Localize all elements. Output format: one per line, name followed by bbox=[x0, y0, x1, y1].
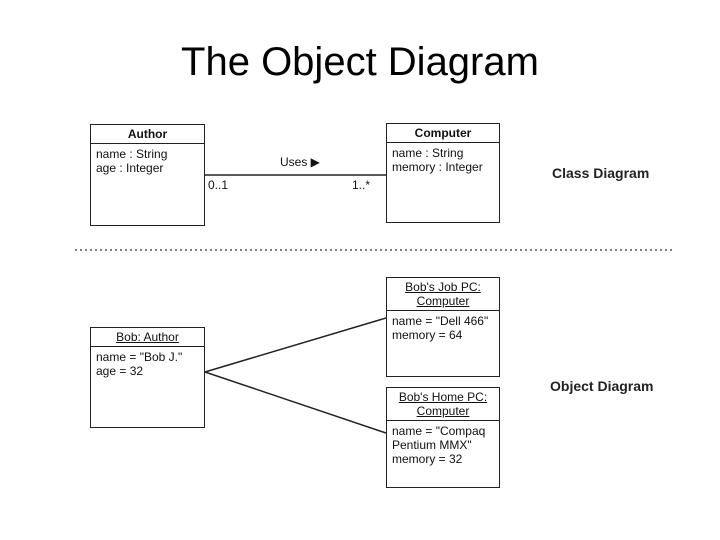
home-pc-name-line2: Computer bbox=[416, 404, 470, 418]
bob-attr-age: age = 32 bbox=[96, 364, 144, 378]
home-pc-object-name: Bob's Home PC: Computer bbox=[387, 388, 499, 421]
association-label: Uses ▶ bbox=[280, 155, 320, 169]
object-diagram-label: Object Diagram bbox=[550, 378, 654, 394]
bob-object-name: Bob: Author bbox=[91, 328, 204, 347]
bob-attr-name: name = "Bob J." bbox=[96, 350, 183, 364]
author-multiplicity: 0..1 bbox=[208, 178, 229, 192]
job-pc-name-line2: Computer bbox=[416, 294, 470, 308]
author-class-box: Author name : String age : Integer bbox=[90, 124, 205, 226]
computer-class-box: Computer name : String memory : Integer bbox=[386, 123, 500, 223]
job-pc-name-line1: Bob's Job PC: bbox=[405, 280, 481, 294]
author-class-name: Author bbox=[91, 125, 204, 144]
job-pc-object-attributes: name = "Dell 466" memory = 64 bbox=[387, 311, 499, 345]
author-attr-name: name : String bbox=[96, 147, 168, 161]
home-pc-object-attributes: name = "Compaq Pentium MMX" memory = 32 bbox=[387, 421, 499, 469]
job-pc-object-box: Bob's Job PC: Computer name = "Dell 466"… bbox=[386, 277, 500, 377]
computer-attr-name: name : String bbox=[392, 146, 464, 160]
home-pc-attr-name: name = "Compaq bbox=[392, 424, 486, 438]
author-attr-age: age : Integer bbox=[96, 161, 164, 175]
home-pc-attr-name-cont: Pentium MMX" bbox=[392, 438, 472, 452]
author-class-attributes: name : String age : Integer bbox=[91, 144, 204, 178]
computer-multiplicity: 1..* bbox=[352, 178, 371, 192]
home-pc-attr-memory: memory = 32 bbox=[392, 452, 463, 466]
job-pc-object-name: Bob's Job PC: Computer bbox=[387, 278, 499, 311]
class-diagram-label: Class Diagram bbox=[552, 165, 650, 181]
bob-object-attributes: name = "Bob J." age = 32 bbox=[91, 347, 204, 381]
home-pc-name-line1: Bob's Home PC: bbox=[398, 390, 488, 404]
link-line-home-pc bbox=[204, 371, 387, 434]
link-line-job-pc bbox=[204, 317, 387, 373]
computer-class-name: Computer bbox=[387, 124, 499, 143]
bob-object-box: Bob: Author name = "Bob J." age = 32 bbox=[90, 327, 205, 428]
page-title: The Object Diagram bbox=[181, 40, 539, 84]
home-pc-object-box: Bob's Home PC: Computer name = "Compaq P… bbox=[386, 387, 500, 488]
job-pc-attr-memory: memory = 64 bbox=[392, 328, 463, 342]
computer-class-attributes: name : String memory : Integer bbox=[387, 143, 499, 177]
computer-attr-memory: memory : Integer bbox=[392, 160, 483, 174]
job-pc-attr-name: name = "Dell 466" bbox=[392, 314, 489, 328]
